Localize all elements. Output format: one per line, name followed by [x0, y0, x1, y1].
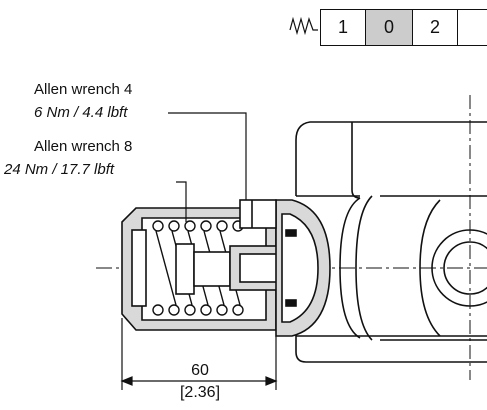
switch-cell-0: 0	[366, 9, 412, 46]
dimension-value: 60	[191, 362, 209, 379]
callout-torque-2: 24 Nm / 17.7 lbft	[4, 161, 115, 178]
dimension-line	[120, 318, 278, 390]
callout-tool-1: Allen wrench 4	[34, 81, 133, 98]
plug-screw	[239, 199, 277, 229]
dimension-value-inch: [2.36]	[179, 384, 221, 401]
switch-cell-2: 2	[412, 9, 458, 46]
adapter-flange	[275, 199, 331, 337]
switch-table-edge	[458, 9, 487, 46]
callout-tool-2: Allen wrench 8	[34, 138, 133, 155]
leader-lines	[168, 112, 247, 222]
switch-cell-1: 1	[320, 9, 366, 46]
spring-symbol-icon	[289, 16, 318, 36]
callout-torque-1: 6 Nm / 4.4 lbft	[34, 104, 128, 121]
